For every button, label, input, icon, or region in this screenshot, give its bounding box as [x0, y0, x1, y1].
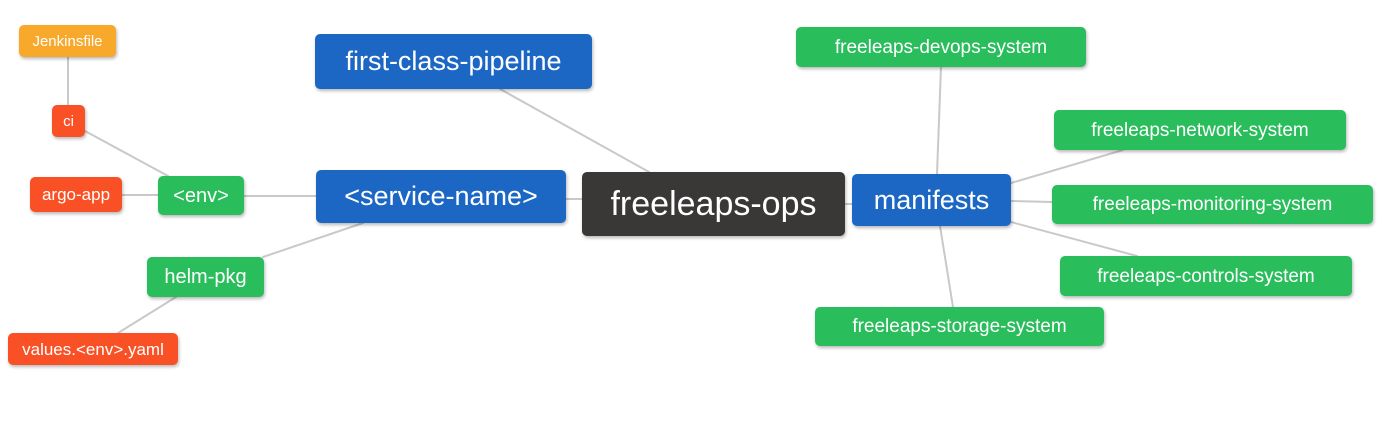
mindmap-node-values-env-yaml[interactable]: values.<env>.yaml	[8, 333, 178, 365]
mindmap-node-freeleaps-network-system[interactable]: freeleaps-network-system	[1054, 110, 1346, 150]
mindmap-node-freeleaps-ops[interactable]: freeleaps-ops	[582, 172, 845, 236]
mindmap-node-first-class-pipeline[interactable]: first-class-pipeline	[315, 34, 592, 89]
mindmap-node-freeleaps-controls-system[interactable]: freeleaps-controls-system	[1060, 256, 1352, 296]
mindmap-node-ci[interactable]: ci	[52, 105, 85, 137]
edge-ci-to-env	[84, 130, 169, 177]
edge-helm-pkg-to-values-env-yaml	[117, 296, 177, 334]
edge-manifests-to-freeleaps-storage-system	[939, 225, 954, 308]
mindmap-node-freeleaps-storage-system[interactable]: freeleaps-storage-system	[815, 307, 1104, 346]
mindmap-node-freeleaps-monitoring-system[interactable]: freeleaps-monitoring-system	[1052, 185, 1373, 224]
edge-manifests-to-freeleaps-devops-system	[936, 66, 942, 175]
mindmap-node-freeleaps-devops-system[interactable]: freeleaps-devops-system	[796, 27, 1086, 67]
mindmap-node-jenkinsfile[interactable]: Jenkinsfile	[19, 25, 116, 57]
mindmap-node-service-name[interactable]: <service-name>	[316, 170, 566, 223]
edge-service-name-to-helm-pkg	[262, 222, 364, 258]
mindmap-node-env[interactable]: <env>	[158, 176, 244, 215]
mindmap-node-argo-app[interactable]: argo-app	[30, 177, 122, 212]
edge-first-class-pipeline-to-freeleaps-ops	[499, 88, 650, 173]
edge-manifests-to-freeleaps-controls-system	[1010, 221, 1138, 257]
mindmap-node-helm-pkg[interactable]: helm-pkg	[147, 257, 264, 297]
mindmap-node-manifests[interactable]: manifests	[852, 174, 1011, 226]
edge-manifests-to-freeleaps-network-system	[1010, 149, 1124, 184]
edge-manifests-to-freeleaps-monitoring-system	[1010, 200, 1053, 203]
